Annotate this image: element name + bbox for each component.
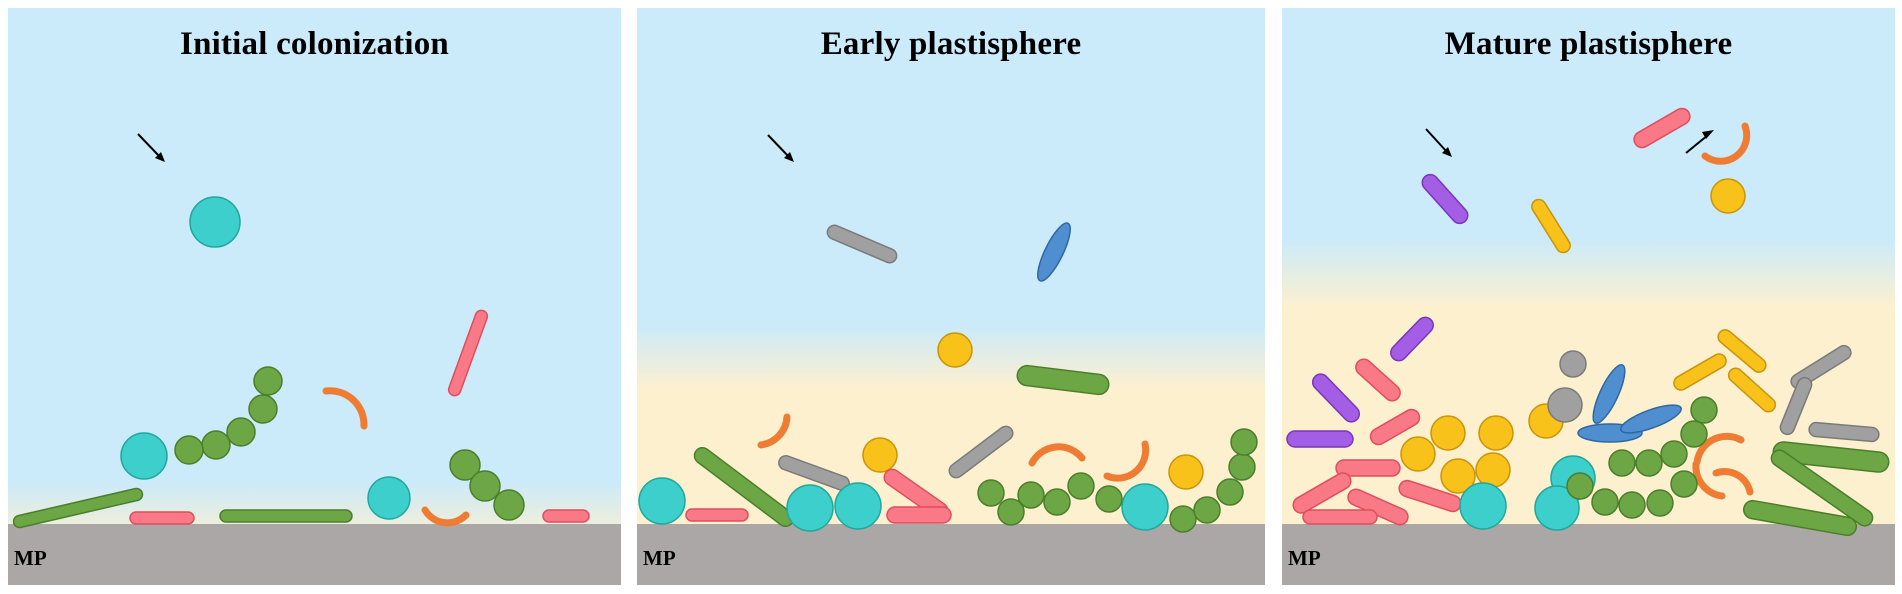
panel-early-plastisphere: Early plastisphere MP [637,8,1265,585]
cyan-coccus [189,196,241,248]
yellow-coccus [1400,436,1436,472]
green-rod [1016,364,1110,396]
green-cocci-chain [977,472,1123,526]
grey-rod [1808,421,1880,443]
red-rod [447,309,489,397]
yellow-coccus [862,437,898,473]
water-background [637,8,1265,585]
panel-title: Early plastisphere [820,26,1082,62]
green-cocci-chain [1566,470,1698,519]
yellow-coccus [1430,415,1466,451]
panel-title: Initial colonization [180,26,449,62]
orange-vibrio [1701,122,1751,165]
yellow-coccus [1168,454,1204,490]
arrow-icon [1685,130,1714,154]
grey-rod [948,425,1014,479]
blue-rod [1037,222,1071,282]
cyan-coccus [786,484,834,532]
substrate-label: MP [14,546,47,570]
red-rod [685,508,749,522]
yellow-coccus [1710,178,1746,214]
green-rod [219,509,353,523]
purple-rod [1311,373,1361,423]
red-rod [129,511,195,525]
orange-vibrio [1028,443,1086,467]
red-rod [1633,107,1691,149]
cyan-coccus [367,476,411,520]
panel-mature-plastisphere: Mature plastisphere MP [1282,8,1895,585]
yellow-coccus [1440,458,1476,494]
yellow-rod [1727,367,1777,413]
red-rod [1335,459,1401,477]
grey-rod [826,224,898,264]
cyan-coccus [120,432,168,480]
panel-3-illustration [1282,8,1895,585]
red-rod [1292,472,1352,514]
red-rod [542,509,590,523]
cyan-coccus [1121,483,1169,531]
panel-title: Mature plastisphere [1444,26,1733,62]
purple-rod [1421,173,1469,225]
orange-vibrio [757,413,791,449]
panel-initial-colonization: Initial colonization MP [8,8,621,585]
green-cocci-chain [1169,428,1258,533]
arrow-icon [767,134,794,162]
panel-2-illustration [637,8,1265,585]
microplastic-substrate [8,524,621,585]
yellow-rod [1673,353,1727,391]
panel-1-illustration [8,8,621,585]
green-rod [1770,449,1874,527]
grey-coccus [1547,387,1583,423]
green-rod [1742,499,1858,537]
orange-vibrio [1103,440,1150,482]
green-rod [12,487,144,529]
blue-rod [1620,404,1682,434]
grey-coccus [1559,350,1587,378]
yellow-rod [1717,329,1767,373]
orange-vibrio [322,387,368,430]
cyan-coccus [834,482,882,530]
green-cocci-chain [449,449,525,521]
grey-rod [1779,376,1813,436]
orange-vibrio [1692,460,1726,500]
orange-vibrio [1712,468,1754,496]
microplastic-substrate [637,524,1265,585]
water-background [8,8,621,585]
substrate-label: MP [643,546,676,570]
purple-rod [1390,316,1434,362]
cyan-coccus [1459,482,1507,530]
yellow-coccus [1478,415,1514,451]
arrow-icon [1425,128,1452,157]
red-rod [1302,509,1378,525]
blue-rod [1592,363,1626,425]
orange-vibrio [1693,432,1745,466]
yellow-coccus [937,332,973,368]
microplastic-substrate [1282,524,1895,585]
arrow-icon [137,133,165,162]
red-rod [1369,408,1421,446]
cyan-coccus [638,477,686,525]
purple-rod [1286,430,1354,448]
yellow-rod [1531,198,1571,254]
green-cocci-chain [174,366,283,465]
red-rod [1355,358,1401,402]
green-cocci-chain [1608,396,1718,477]
cyan-coccus [1534,485,1580,531]
orange-vibrio [421,506,470,527]
green-rod [1772,441,1890,473]
yellow-coccus [1475,452,1511,488]
substrate-label: MP [1288,546,1321,570]
red-rod [886,506,952,524]
